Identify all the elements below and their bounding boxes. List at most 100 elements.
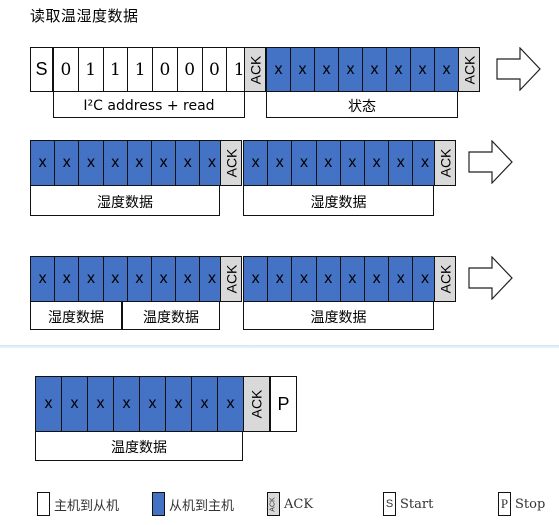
ack-row3-a-text: ACK — [223, 264, 240, 294]
continue-arrow-row3 — [468, 256, 513, 300]
ack-row4-text: ACK — [248, 389, 265, 419]
humidity-bit-a7-text: x — [207, 154, 216, 171]
ack-row2-a-text: ACK — [223, 148, 240, 178]
address-bit-6: 0 — [201, 47, 228, 92]
temperature-bit-b6: x — [388, 256, 414, 302]
temperature-bit-c7: x — [217, 376, 244, 432]
temperature-brace-b-text: 温度数据 — [310, 309, 367, 326]
temperature-bit-c2-text: x — [96, 395, 105, 412]
ack-row3-b-text: ACK — [437, 264, 454, 294]
humidity-bit-a0-text: x — [38, 154, 47, 171]
mixed-bit-a1: x — [54, 256, 80, 302]
start-bit-text: S — [35, 59, 48, 79]
mixed-bit-a5: x — [151, 256, 177, 302]
temperature-bit-b3-text: x — [324, 270, 333, 287]
mixed-bit-a2-text: x — [86, 270, 95, 287]
temperature-bit-b1-text: x — [275, 270, 284, 287]
temperature-bit-b4-text: x — [348, 270, 357, 287]
temperature-bit-c3-text: x — [122, 395, 131, 412]
address-bit-1-text: 1 — [85, 59, 97, 80]
mixed-bit-a5-text: x — [159, 270, 168, 287]
temperature-bit-b3: x — [315, 256, 341, 302]
humidity-bit-b2-text: x — [299, 154, 308, 171]
temperature-bit-c5-text: x — [174, 395, 183, 412]
start-bit: S — [30, 47, 53, 92]
temperature-bit-b0: x — [243, 256, 269, 302]
mixed-bit-a6-text: x — [183, 270, 192, 287]
address-bit-5-text: 0 — [184, 59, 196, 80]
humidity-bit-a5-text: x — [159, 154, 168, 171]
humidity-bit-b0: x — [243, 140, 269, 186]
humidity-bit-a1-text: x — [62, 154, 71, 171]
status-bit-0-text: x — [274, 60, 283, 78]
ack-row1-b-text: ACK — [461, 55, 478, 84]
humidity-bit-b4: x — [339, 140, 365, 186]
temperature-bit-c1-text: x — [70, 395, 79, 412]
address-bit-0: 0 — [53, 47, 79, 92]
status-bit-3-text: x — [346, 60, 355, 78]
continue-arrow-row1 — [496, 47, 541, 91]
legend-ack-label: ACK — [284, 496, 314, 512]
legend-start: S Start — [383, 490, 433, 518]
temperature-bit-c0: x — [35, 376, 62, 432]
mixed-bit-a7-text: x — [207, 270, 216, 287]
address-bit-7-text: 1 — [233, 59, 245, 80]
mixed-bit-a1-text: x — [62, 270, 71, 287]
humidity-bit-a1: x — [54, 140, 80, 186]
humidity-bit-b1: x — [267, 140, 293, 186]
temperature-bit-c4: x — [139, 376, 166, 432]
address-bit-2: 1 — [102, 47, 129, 92]
humidity-bit-b4-text: x — [348, 154, 357, 171]
humidity-bit-a3: x — [102, 140, 128, 186]
status-bit-7: x — [434, 47, 459, 92]
humidity-bit-a4: x — [126, 140, 152, 186]
humidity-brace-c-text: 湿度数据 — [48, 309, 104, 326]
humidity-bit-a5: x — [151, 140, 177, 186]
humidity-bit-b2: x — [291, 140, 317, 186]
status-bit-5: x — [386, 47, 411, 92]
ack-row1-a-text: ACK — [247, 55, 264, 84]
legend-ack-swatch: ACK — [267, 492, 280, 516]
status-bit-3: x — [338, 47, 363, 92]
legend-stop: P Stop — [498, 490, 545, 518]
address-brace-text: I²C address + read — [83, 97, 215, 114]
mixed-bit-a3-text: x — [111, 270, 120, 287]
humidity-bit-a0: x — [30, 140, 56, 186]
address-bit-4: 0 — [152, 47, 178, 92]
temperature-bit-c5: x — [165, 376, 192, 432]
temperature-bit-b2-text: x — [299, 270, 308, 287]
temperature-bit-b7: x — [412, 256, 438, 302]
humidity-brace-b: 湿度数据 — [243, 186, 434, 216]
humidity-bit-a6-text: x — [183, 154, 192, 171]
address-bit-4-text: 0 — [159, 59, 171, 80]
legend-stop-swatch: P — [498, 492, 511, 516]
address-bit-3-text: 1 — [134, 59, 146, 80]
temperature-bit-c0-text: x — [44, 395, 53, 412]
legend-ack: ACK ACK — [267, 490, 313, 518]
address-bit-6-text: 0 — [208, 59, 220, 80]
temperature-bit-b7-text: x — [420, 270, 429, 287]
temperature-bit-b4: x — [339, 256, 365, 302]
status-bit-6: x — [410, 47, 435, 92]
temperature-bit-c3: x — [113, 376, 140, 432]
legend-master: 主机到从机 — [37, 490, 119, 518]
mixed-bit-a4: x — [126, 256, 152, 302]
humidity-bit-b5-text: x — [372, 154, 381, 171]
address-brace: I²C address + read — [53, 92, 245, 118]
temperature-brace-b: 温度数据 — [243, 302, 434, 330]
humidity-bit-a2: x — [78, 140, 104, 186]
status-bit-0: x — [266, 47, 291, 92]
legend-ack-swatch-text: ACK — [270, 496, 277, 512]
status-bit-7-text: x — [442, 60, 451, 78]
mixed-bit-a0-text: x — [38, 270, 47, 287]
address-bit-0-text: 0 — [60, 59, 72, 80]
section-divider — [0, 345, 559, 348]
humidity-brace-a-text: 湿度数据 — [97, 194, 153, 211]
legend-stop-label: Stop — [515, 496, 546, 512]
ack-row3-b: ACK — [434, 256, 456, 302]
humidity-brace-a: 湿度数据 — [30, 186, 220, 216]
temperature-brace-a-text: 温度数据 — [143, 309, 199, 326]
mixed-bit-a2: x — [78, 256, 104, 302]
humidity-bit-b0-text: x — [251, 154, 260, 171]
ack-row2-b: ACK — [434, 140, 456, 186]
